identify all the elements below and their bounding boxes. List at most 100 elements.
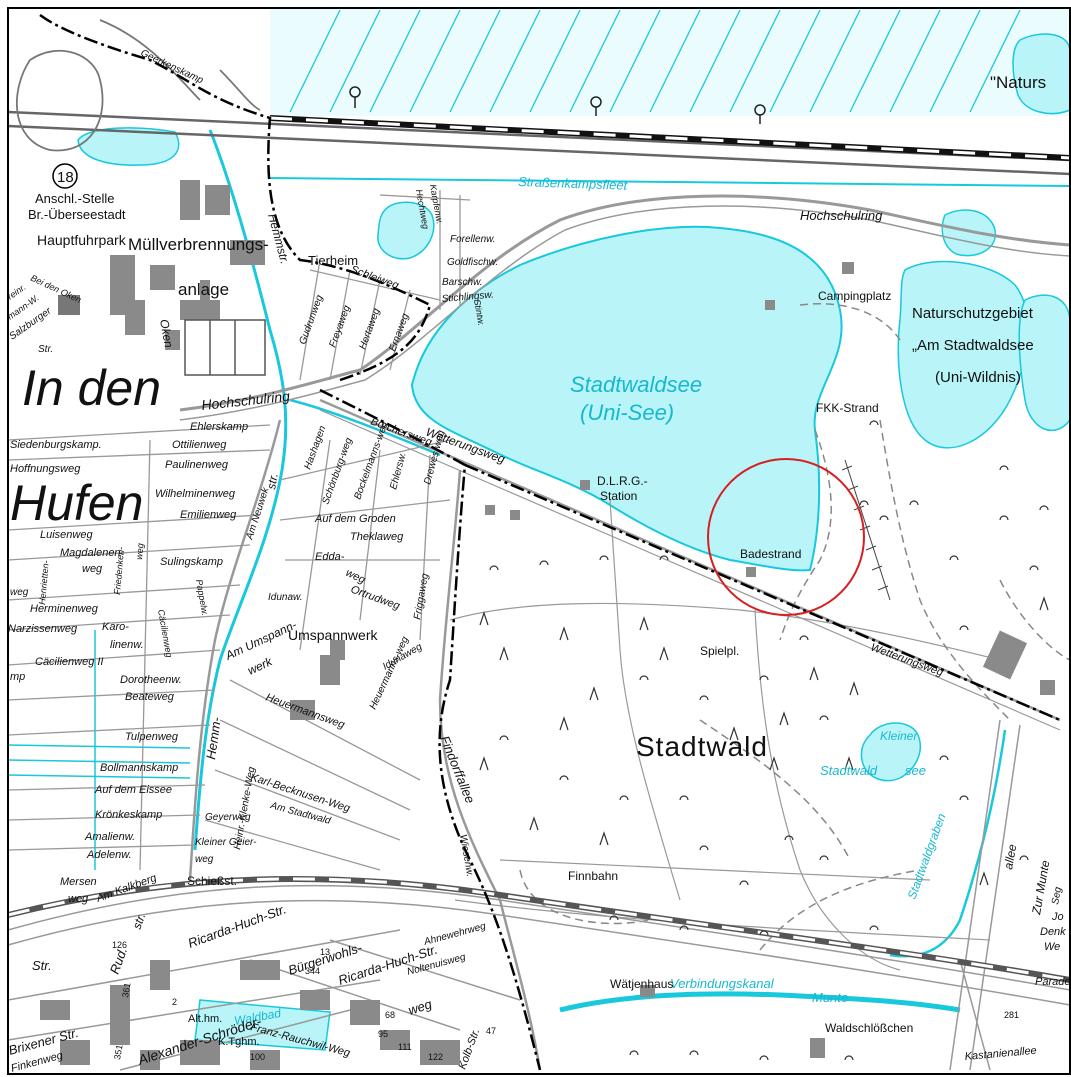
street-wilhelminenweg: Wilhelminenweg (155, 488, 236, 500)
street-ehlerskamp: Ehlerskamp (190, 421, 248, 433)
label-tierheim: Tierheim (308, 253, 358, 268)
area-stadtwald: Stadtwald (636, 731, 768, 762)
house-number: 13 (320, 947, 330, 957)
label-watjenhaus: Wätjenhaus (610, 977, 673, 991)
label-althm: Alt.hm. (188, 1013, 222, 1025)
west-street-grid (7, 190, 471, 871)
landmark-symbols (349, 86, 766, 124)
street-str-hemm: str. (264, 472, 281, 490)
street-weg-kg: weg (195, 854, 214, 865)
label-dlrg-1: D.L.R.G.- (597, 474, 648, 488)
pond-northwest (77, 127, 180, 166)
street-mersen: Mersen (60, 876, 97, 888)
label-umspannwerk: Umspannwerk (288, 627, 378, 643)
northeast-lake (1012, 33, 1071, 115)
street-pappelw: Pappelw. (194, 579, 210, 617)
water-layer (7, 8, 1071, 1051)
label-hauptfuhrpark: Hauptfuhrpark (37, 232, 127, 248)
label-lake-1: Stadtwaldsee (570, 372, 702, 397)
fleet-line (269, 177, 1071, 187)
street-friedenken: Friedenken- (112, 546, 126, 595)
large-building (184, 319, 266, 376)
street-auf-dem-eissee: Auf dem Eissee (94, 784, 172, 796)
street-karo: Karo- (102, 621, 129, 633)
road-layer (7, 19, 1071, 1071)
street-ehlersw: Ehlersw. (388, 451, 408, 490)
street-schleiweg: Schleiweg (349, 264, 401, 293)
street-auf-dem-groden: Auf dem Groden (314, 513, 396, 525)
area-naturschutz-2: „Am Stadtwaldsee (912, 337, 1034, 354)
interchange-ramp (99, 19, 201, 101)
label-waldschlosschen: Waldschlößchen (825, 1021, 913, 1035)
label-munte: Munte (812, 990, 848, 1005)
street-findorffallee: Findorffallee (437, 734, 478, 806)
conifer-symbols (479, 596, 1049, 886)
street-siedenburgskamp: Siedenburgskamp. (10, 439, 102, 451)
street-stichlingsw: Stichlingsw. (441, 289, 494, 305)
street-weg-hen: weg (10, 587, 29, 598)
street-tulpenweg: Tulpenweg (125, 731, 179, 743)
stadtwald-path-1 (449, 602, 1001, 661)
junction-number: 18 (57, 169, 74, 186)
label-schiessst: Schießst. (187, 874, 237, 888)
wetterungsweg-road-2 (319, 409, 1061, 731)
street-theklaweg: Theklaweg (350, 531, 404, 543)
area-naturschutz-top: "Naturs (990, 73, 1046, 92)
label-junction-1: Anschl.-Stelle (35, 191, 114, 206)
street-we: We (1044, 941, 1060, 953)
street-werk: werk (245, 654, 275, 678)
street-hochschulring-ne: Hochschulring (800, 208, 883, 223)
street-beateweg: Beateweg (125, 691, 175, 703)
label-badestrand: Badestrand (740, 547, 801, 561)
house-number: 344 (305, 966, 320, 976)
street-forellenw: Forellenw. (450, 234, 496, 245)
street-herminenweg: Herminenweg (30, 603, 99, 615)
reserve-pond-3 (941, 209, 996, 257)
street-stintw: Stintw. (472, 299, 486, 327)
street-str-sw: Str. (38, 344, 53, 355)
street-hemmstr: Hemmstr. (265, 212, 292, 265)
reserve-pond-2 (1018, 294, 1071, 431)
hochschulring-road-2 (179, 205, 1071, 421)
street-kolb: Kolb-Str. (457, 1027, 483, 1071)
street-hoffnungsweg: Hoffnungsweg (10, 463, 81, 475)
street-weg-bw: weg (406, 996, 434, 1018)
street-geyerweg: Geyerweg (205, 812, 251, 823)
verbindungskanal (559, 991, 961, 1013)
street-friggaweg: Friggaweg (412, 572, 431, 620)
label-kleiner-1: Kleiner (880, 729, 918, 743)
label-spielpl: Spielpl. (700, 644, 739, 658)
label-kleiner-2: Stadtwald (820, 763, 878, 778)
map-frame (7, 7, 1071, 1075)
kleiner-stadtwaldsee (860, 722, 921, 782)
district-hufen: Hufen (10, 475, 143, 531)
label-dlrg-2: Station (600, 489, 637, 503)
label-fkk: FKK-Strand (816, 401, 879, 415)
street-allee: allee (1001, 843, 1019, 871)
street-weg-mag: weg (82, 563, 103, 575)
street-edda: Edda- (315, 551, 345, 563)
findorffallee-road (438, 469, 542, 1071)
street-idunaw: Idunaw. (268, 592, 302, 603)
street-hashagen: Hashagen (302, 424, 328, 471)
house-number: 126 (112, 940, 127, 950)
house-number: 361 (120, 982, 132, 999)
street-freyaweg: Freyaweg (327, 304, 353, 349)
interchange-loop (15, 49, 104, 152)
street-goldfischw: Goldfischw. (447, 257, 498, 268)
house-numbers: 126 361 2 344 13 68 95 111 122 47 100 35… (112, 940, 1019, 1062)
street-hertaweg: Hertaweg (357, 307, 382, 351)
junction-number-badge (52, 163, 78, 189)
stadtwald-path-3 (754, 609, 901, 971)
label-mull-1: Müllverbrennungs- (128, 235, 269, 254)
street-zur-munte: Zur Munte (1029, 859, 1053, 917)
street-adelenw: Adelenw. (86, 849, 132, 861)
label-lake-2: (Uni-See) (580, 400, 674, 425)
west-ditches (7, 630, 191, 870)
house-number: 111 (398, 1042, 412, 1052)
rail-layer (7, 115, 1071, 983)
label-mull-2: anlage (178, 280, 229, 299)
waldbad-pool (194, 999, 331, 1051)
street-denk: Denk (1040, 926, 1066, 938)
